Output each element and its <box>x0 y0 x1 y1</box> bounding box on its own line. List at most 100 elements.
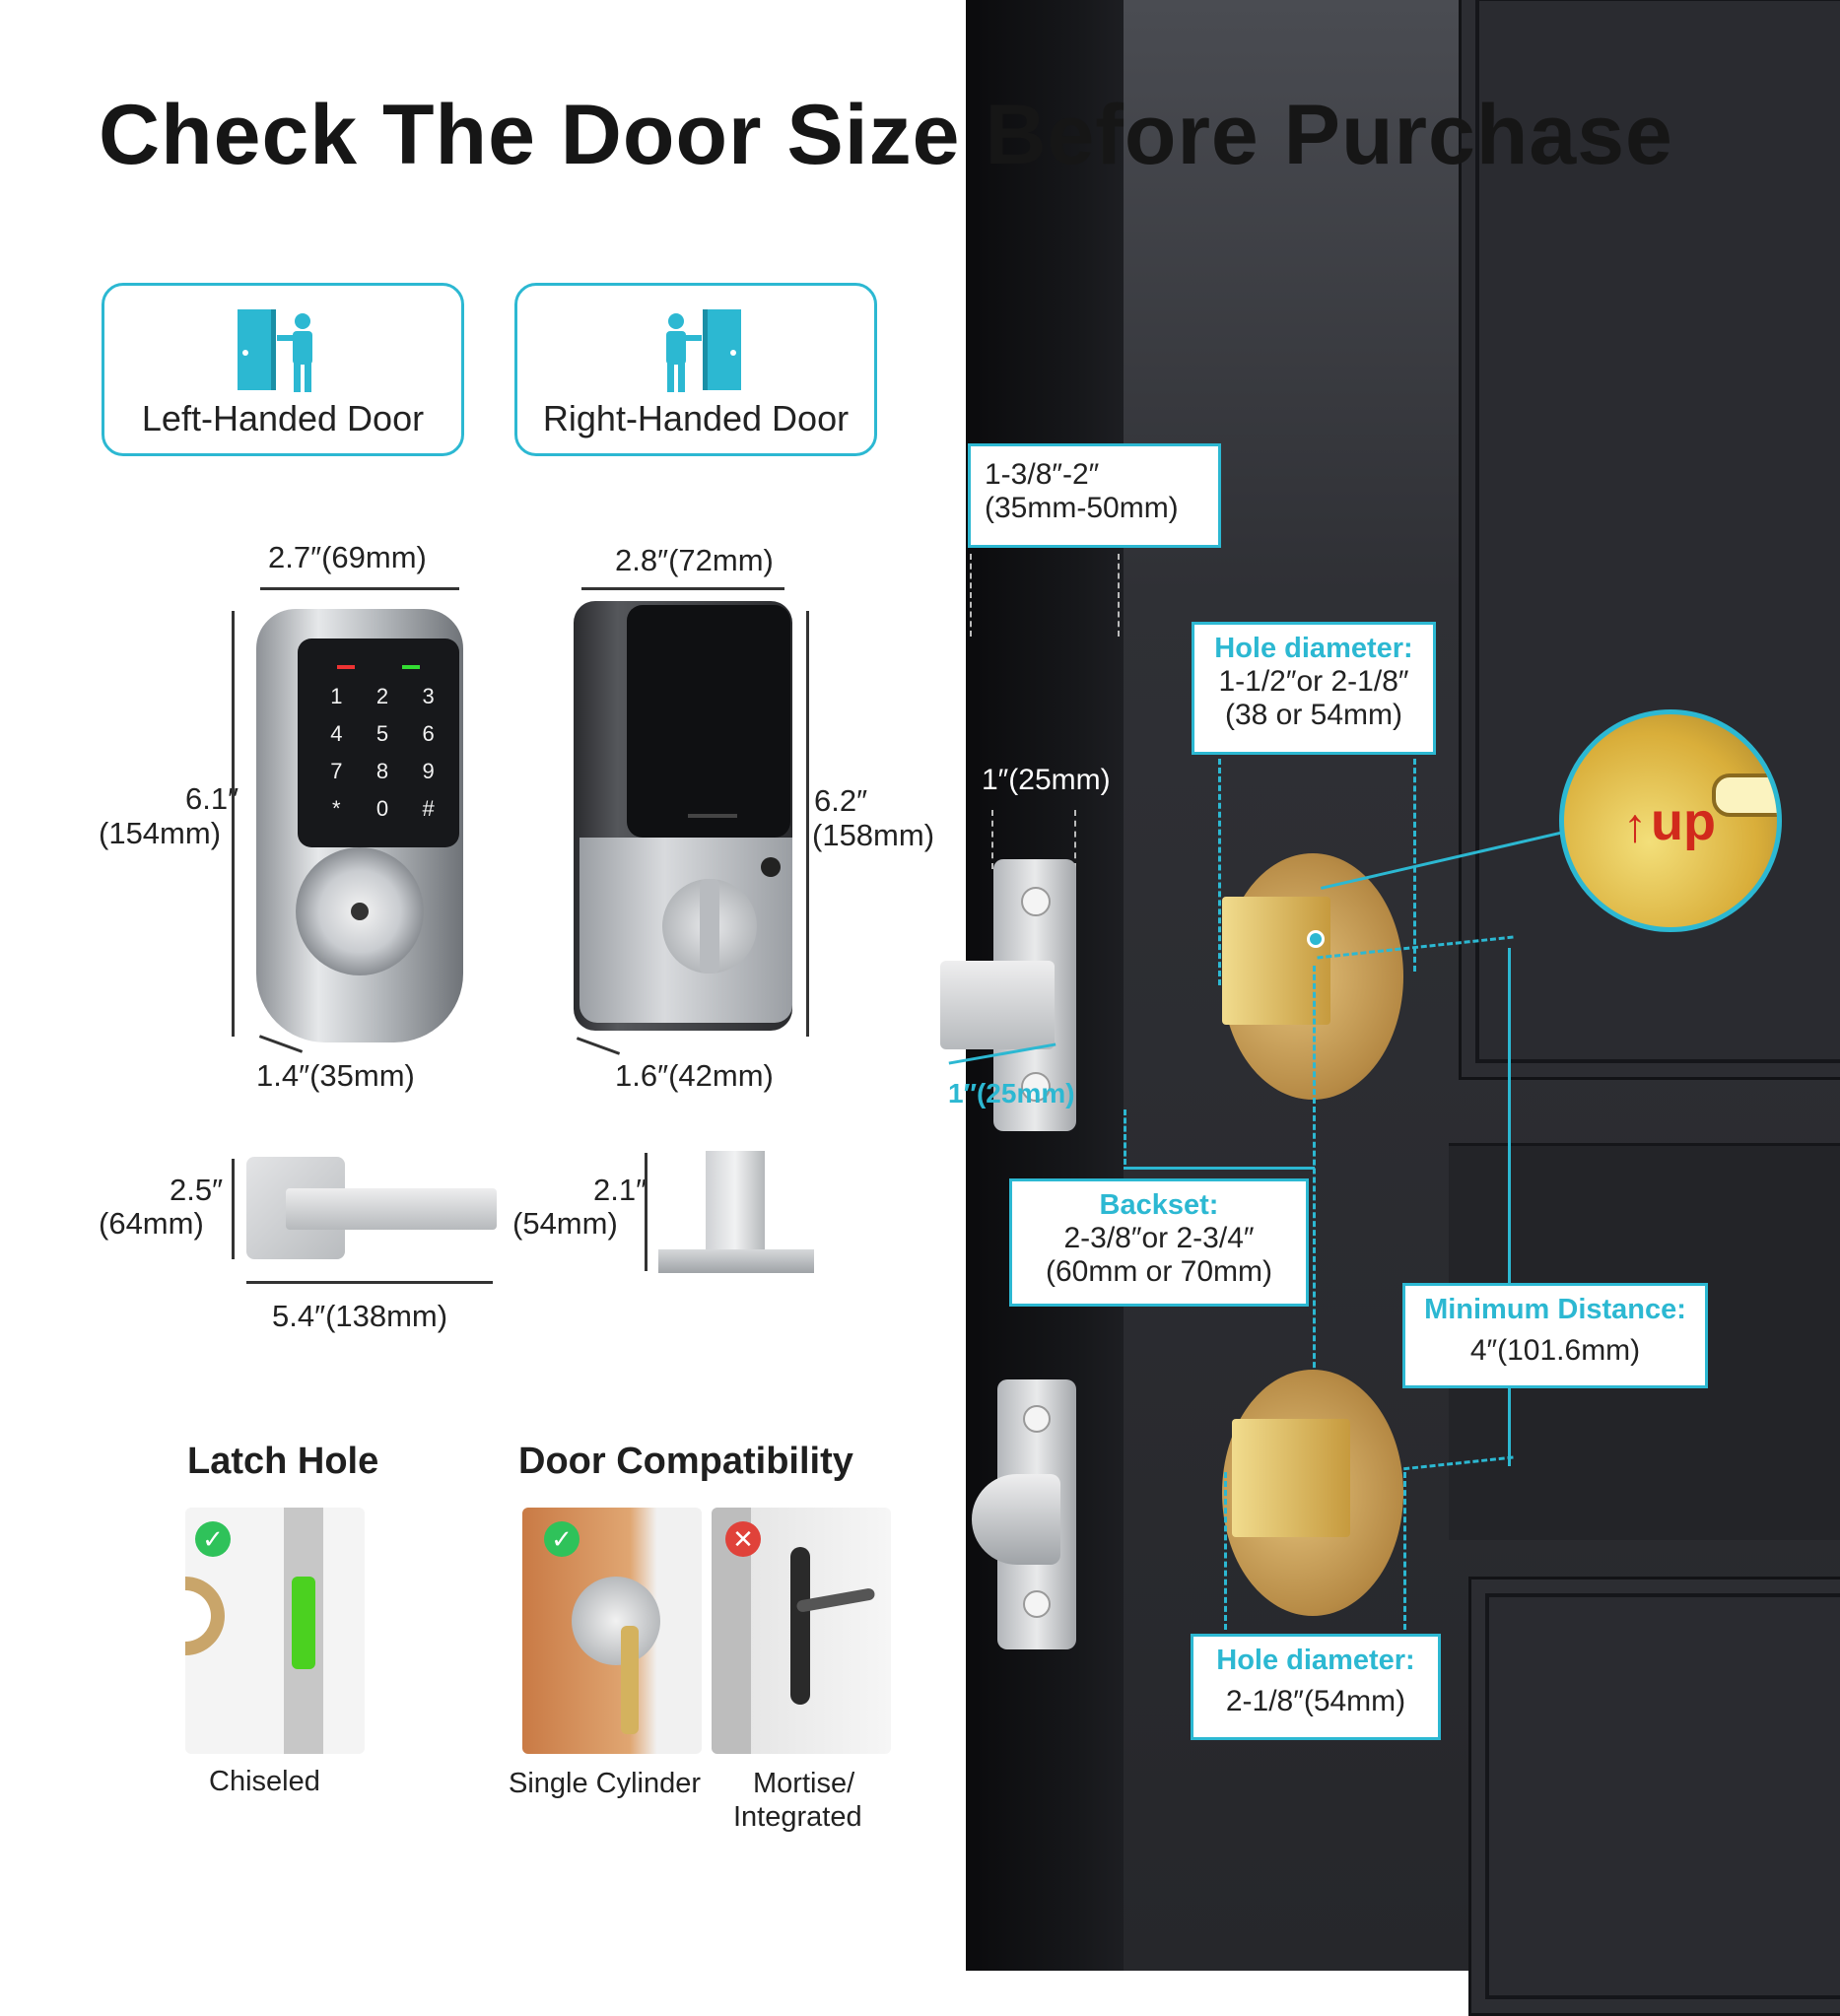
title-part-2: Before Purchase <box>985 88 1673 182</box>
mortise-image: ✕ <box>712 1508 891 1754</box>
backset-title: Backset: <box>1099 1189 1219 1221</box>
interior-depth-label: 1.6″(42mm) <box>615 1058 774 1093</box>
battery-cover <box>627 605 790 838</box>
left-handed-door-icon <box>238 309 312 392</box>
latch-width-top-label: 1″(25mm) <box>982 764 1111 796</box>
latch-marker <box>1307 930 1325 948</box>
hole-diameter-top-box: Hole diameter: 1-1/2″or 2-1/8″ (38 or 54… <box>1192 622 1436 755</box>
keypad-width-label: 2.7″(69mm) <box>268 540 427 574</box>
key-4: 4 <box>330 721 343 746</box>
hole-diameter-bottom-box: Hole diameter: 2-1/8″(54mm) <box>1191 1634 1441 1740</box>
right-handed-card: Right-Handed Door <box>514 283 877 456</box>
bolt-height-mm: (54mm) <box>512 1206 618 1241</box>
keypad-depth-label: 1.4″(35mm) <box>256 1058 415 1093</box>
chiseled-mortise <box>292 1577 315 1669</box>
mortise-label-1: Mortise/ <box>753 1768 855 1799</box>
keypad-grid: 1 2 3 4 5 6 7 8 9 * 0 # <box>313 684 451 822</box>
door-panel-bottom <box>1468 1577 1840 2016</box>
hole-bottom-title: Hole diameter: <box>1216 1645 1415 1676</box>
interior-height-in: 6.2″ <box>814 783 868 818</box>
thumb-turn-bar <box>700 879 719 974</box>
min-distance-line <box>1508 948 1511 1466</box>
latch-hole-label: Chiseled <box>209 1766 320 1797</box>
mortise-label-2: Integrated <box>733 1801 862 1833</box>
deadbolt-icon <box>706 1151 765 1249</box>
cross-icon: ✕ <box>725 1521 761 1557</box>
interior-depth-line <box>576 1037 621 1055</box>
backset-line1: 2-3/8″or 2-3/4″ <box>1063 1222 1255 1254</box>
right-handed-door-icon <box>666 309 741 392</box>
latch-bolt-bottom <box>972 1474 1060 1565</box>
screw-icon <box>1021 887 1051 916</box>
interior-width-line <box>581 587 784 590</box>
latch-hole-title: Latch Hole <box>187 1441 379 1482</box>
min-distance-value: 4″(101.6mm) <box>1469 1334 1641 1367</box>
deadbolt-plate <box>658 1249 814 1273</box>
screw-icon <box>1023 1590 1051 1618</box>
min-distance-box: Minimum Distance: 4″(101.6mm) <box>1402 1283 1708 1388</box>
key-1: 1 <box>330 684 343 708</box>
door-compat-title: Door Compatibility <box>518 1441 853 1482</box>
keypad-height-line <box>232 611 235 1037</box>
check-icon: ✓ <box>544 1521 579 1557</box>
page-title: Check The Door Size Before Purchase <box>99 87 1673 184</box>
backset-line <box>1124 1167 1315 1170</box>
red-indicator <box>337 665 355 669</box>
latch-bolt-top <box>940 961 1055 1049</box>
keypad-height-mm: (154mm) <box>99 816 222 850</box>
hole-top-line2: (38 or 54mm) <box>1224 699 1403 731</box>
keyhole-icon <box>351 903 369 920</box>
keypad-height-in: 6.1″ <box>185 781 239 816</box>
latch-width-side-label: 1″(25mm) <box>948 1078 1075 1109</box>
green-indicator <box>402 665 420 669</box>
keypad-depth-line <box>258 1035 304 1053</box>
lever-width-line <box>246 1281 493 1284</box>
lever-height-line <box>232 1159 235 1259</box>
interior-height-mm: (158mm) <box>812 818 935 852</box>
left-handed-card: Left-Handed Door <box>102 283 464 456</box>
screw-icon <box>1023 1405 1051 1433</box>
single-cylinder-label: Single Cylinder <box>509 1768 702 1799</box>
lever-handle-icon <box>286 1188 497 1230</box>
hole-top-line1: 1-1/2″or 2-1/8″ <box>1218 665 1409 698</box>
check-icon: ✓ <box>195 1521 231 1557</box>
backset-box: Backset: 2-3/8″or 2-3/4″ (60mm or 70mm) <box>1009 1178 1309 1307</box>
thickness-guide-right <box>1118 554 1120 637</box>
cover-slot <box>688 814 737 818</box>
keypad-panel <box>298 638 459 847</box>
key-7: 7 <box>330 759 343 783</box>
thickness-guide-left <box>970 554 972 637</box>
key-0: 0 <box>375 796 389 821</box>
door-thickness-box: 1-3/8″-2″ (35mm-50mm) <box>968 443 1221 548</box>
bolt-height-line <box>645 1153 647 1271</box>
up-arrow-icon: ↑ <box>1623 800 1647 852</box>
door-thickness-line2: (35mm-50mm) <box>985 492 1179 524</box>
lever-height-mm: (64mm) <box>99 1206 204 1241</box>
right-handed-label: Right-Handed Door <box>542 398 850 438</box>
latch-hole-image: ✓ <box>185 1508 365 1754</box>
key-star: * <box>332 796 341 821</box>
key-3: 3 <box>422 684 435 708</box>
title-part-1: Check The Door Size <box>99 88 961 182</box>
keypad-width-line <box>260 587 459 590</box>
interior-width-label: 2.8″(72mm) <box>615 543 774 577</box>
latch-body-bottom <box>1232 1419 1350 1537</box>
interior-height-line <box>806 611 809 1037</box>
latch-body-top <box>1222 897 1330 1025</box>
single-cylinder-image: ✓ <box>522 1508 702 1754</box>
backset-line2: (60mm or 70mm) <box>1045 1255 1273 1288</box>
screw-icon <box>1021 1072 1051 1102</box>
hole-top-title: Hole diameter: <box>1214 633 1413 664</box>
min-distance-title: Minimum Distance: <box>1424 1294 1686 1325</box>
lever-height-in: 2.5″ <box>170 1173 224 1207</box>
hole-bottom-value: 2-1/8″(54mm) <box>1225 1685 1406 1717</box>
key-2: 2 <box>375 684 389 708</box>
key-icon <box>621 1626 639 1734</box>
left-handed-label: Left-Handed Door <box>141 398 425 438</box>
up-label: up <box>1651 792 1716 851</box>
key-8: 8 <box>375 759 389 783</box>
bolt-height-in: 2.1″ <box>593 1173 647 1207</box>
key-5: 5 <box>375 721 389 746</box>
mortise-plate <box>790 1547 810 1705</box>
door-thickness-line1: 1-3/8″-2″ <box>985 458 1100 491</box>
